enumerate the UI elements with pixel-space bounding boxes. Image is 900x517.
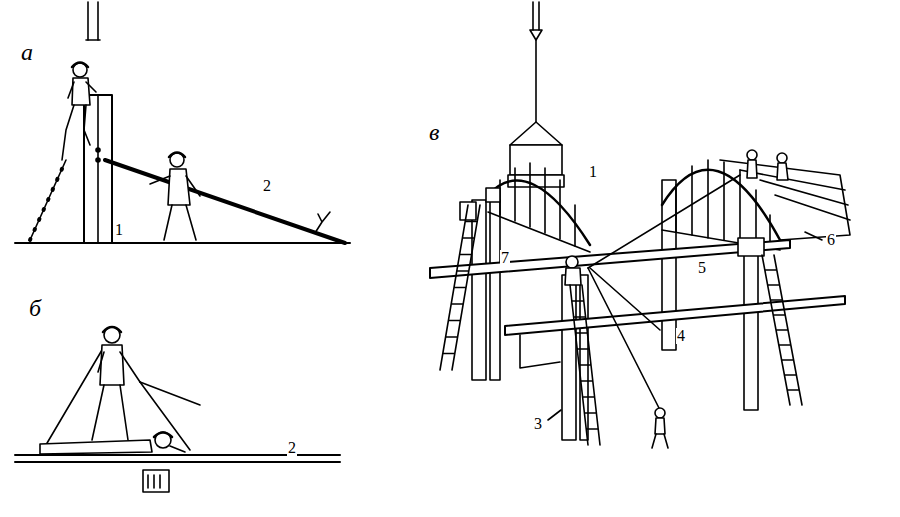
callout-number: 5 — [697, 260, 707, 276]
callout-number: 2 — [262, 178, 272, 194]
callout-number: 1 — [114, 222, 124, 238]
panel-c-drawing — [430, 2, 850, 448]
panel-letter: а — [20, 40, 34, 64]
callout-number: 3 — [533, 416, 543, 432]
callout-number: 1 — [588, 164, 598, 180]
callout-number: 2 — [287, 440, 297, 456]
panel-letter: б — [28, 296, 42, 320]
panel-b-drawing — [15, 327, 340, 492]
panel-a-drawing — [15, 2, 350, 243]
panel-letter: в — [428, 120, 440, 144]
callout-number: 4 — [676, 328, 686, 344]
callout-number: 7 — [500, 250, 510, 266]
callout-number: 6 — [826, 232, 836, 248]
